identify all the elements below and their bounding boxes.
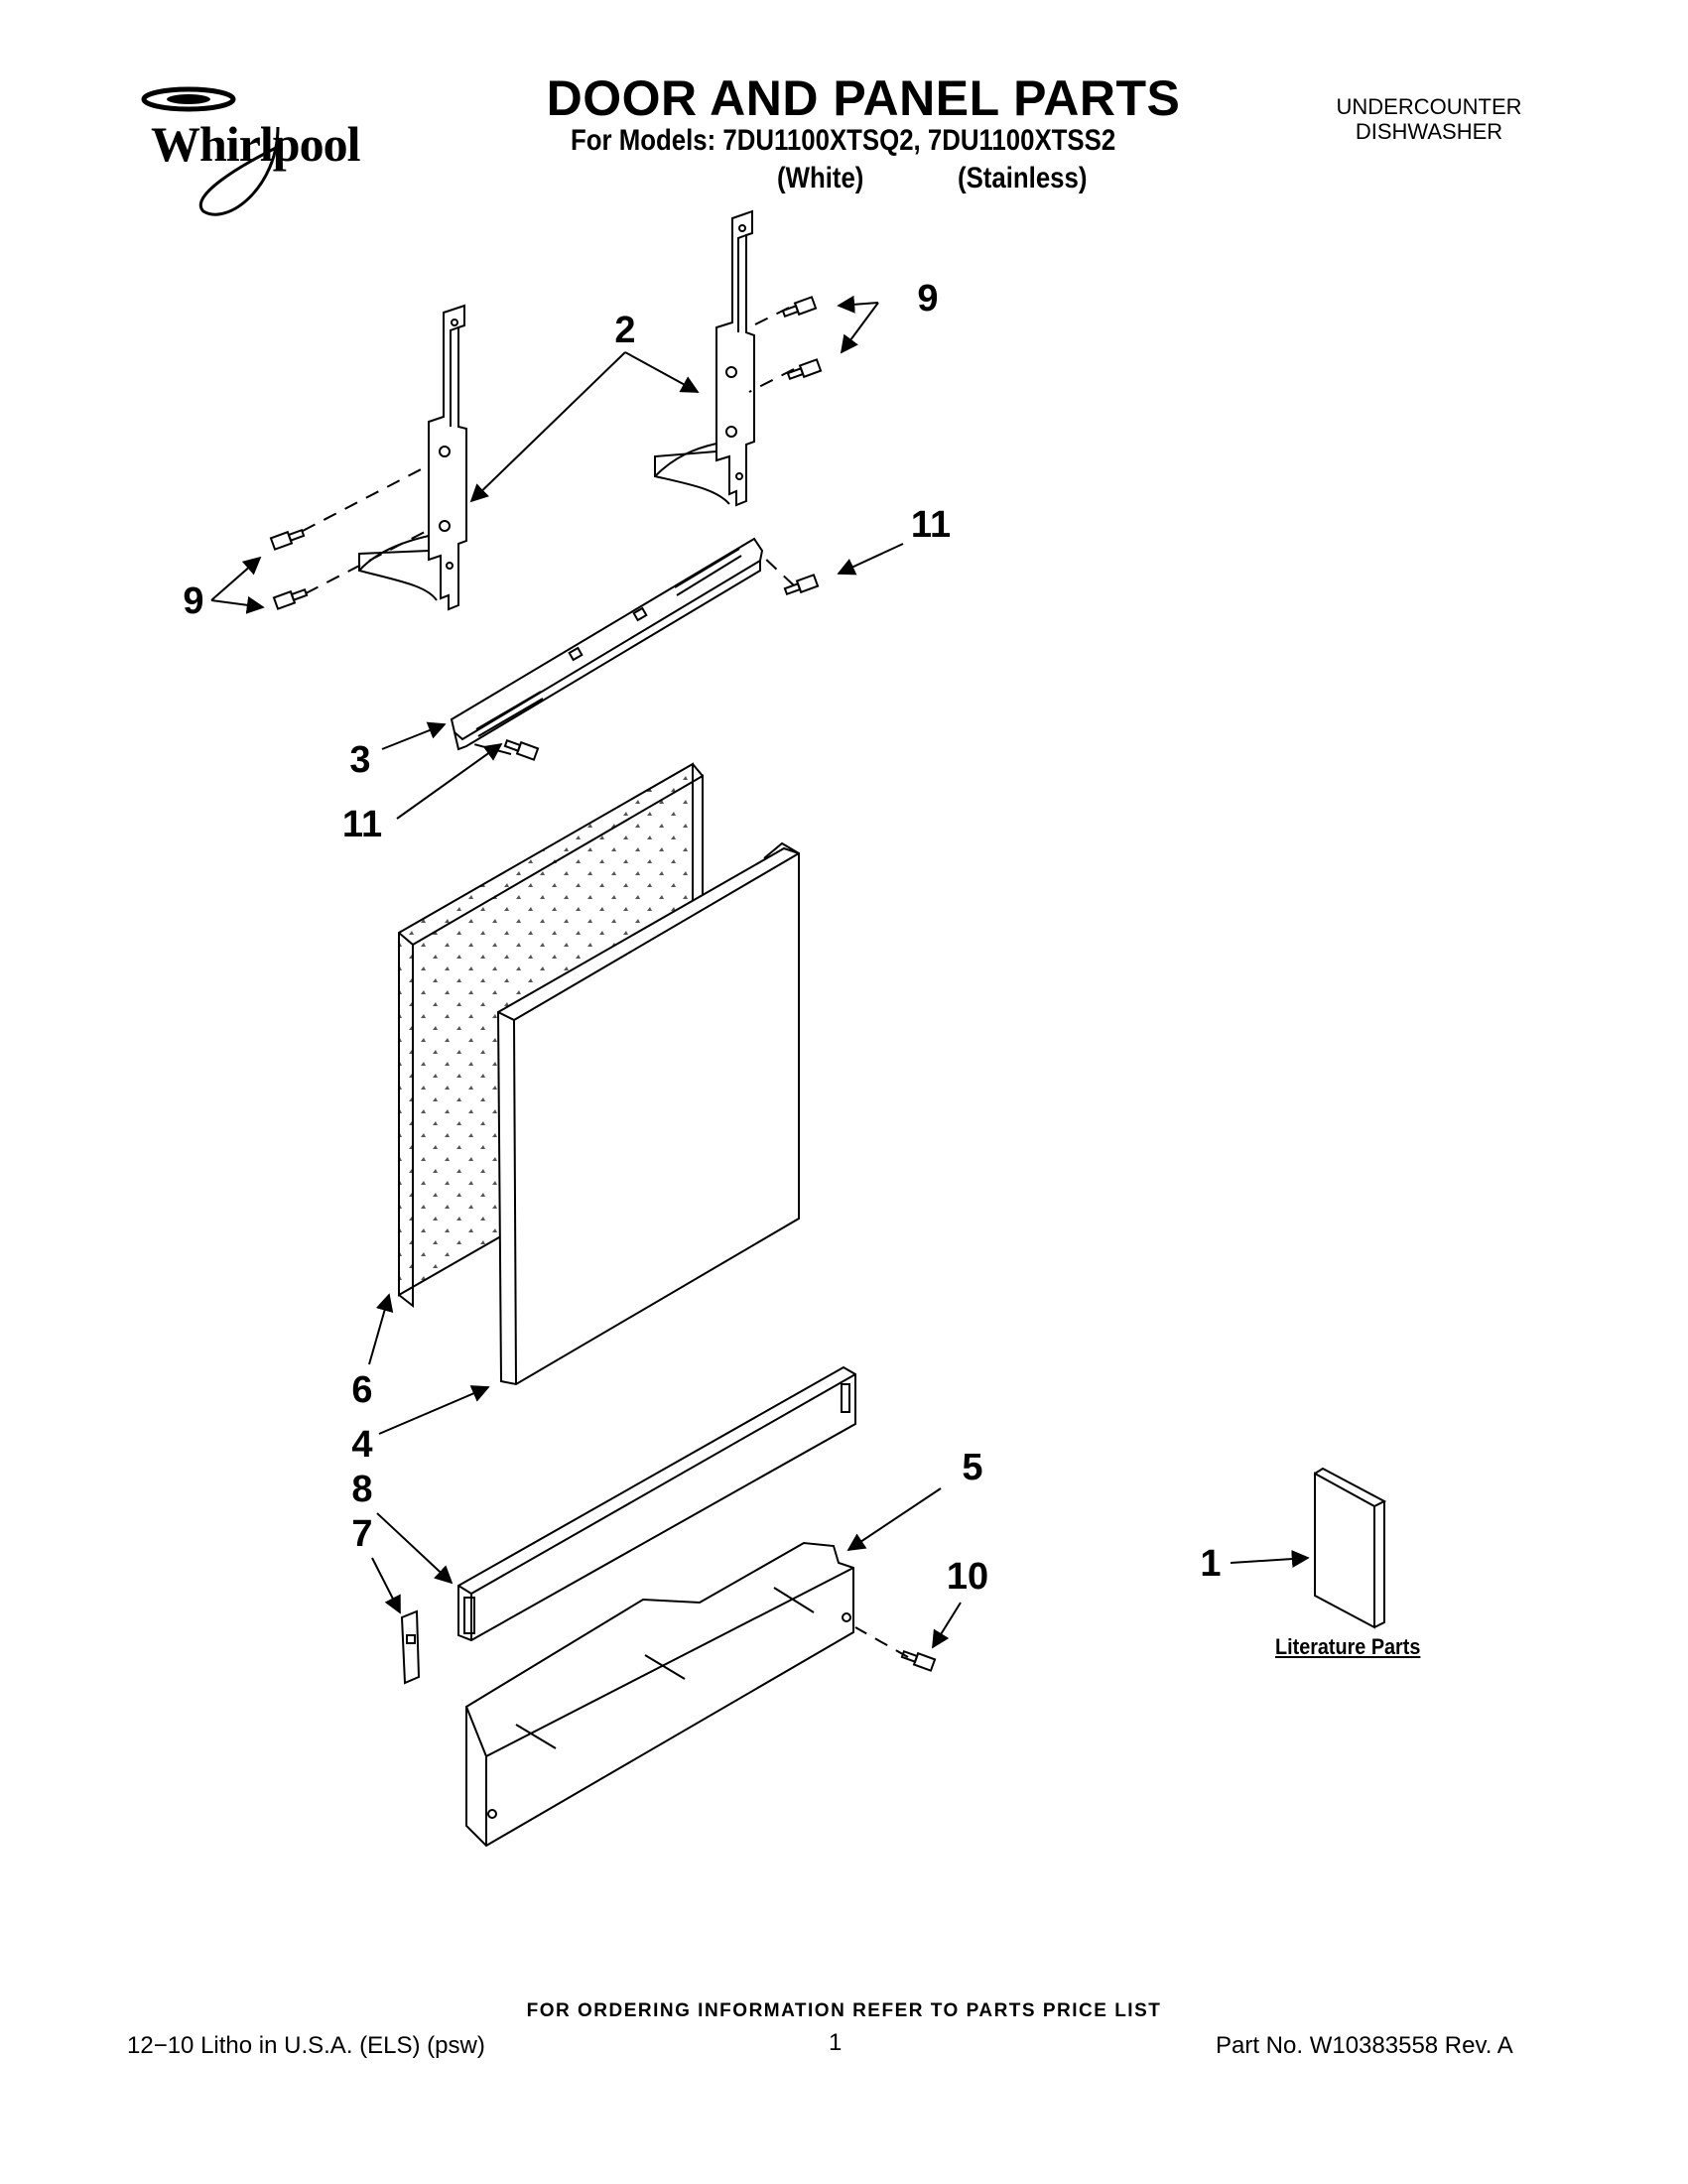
literature-parts-label: Literature Parts: [1275, 1634, 1421, 1659]
callout-1: 1: [1200, 1543, 1222, 1585]
part-number: Part No. W10383558 Rev. A: [1216, 2032, 1513, 2059]
variant-white: (White): [777, 162, 864, 194]
toe-panel-bracket: [465, 1541, 854, 1848]
brand-name: Whirlpool: [151, 116, 360, 172]
callout-2: 2: [614, 310, 636, 351]
callout-11-left: 11: [341, 804, 383, 845]
callout-6: 6: [351, 1369, 373, 1411]
callout-10: 10: [946, 1556, 989, 1598]
alignment-lines: [302, 307, 909, 1658]
callout-11-right: 11: [910, 504, 952, 546]
door-panel-rail: [450, 537, 764, 751]
outer-door-panel: [496, 841, 800, 1386]
product-type: UNDERCOUNTER DISHWASHER: [1300, 94, 1558, 144]
callout-9-left: 9: [183, 580, 204, 622]
callout-7: 7: [351, 1513, 373, 1555]
callout-5: 5: [962, 1447, 983, 1488]
litho-info: 12−10 Litho in U.S.A. (ELS) (psw): [127, 2032, 485, 2059]
page-title: DOOR AND PANEL PARTS: [546, 70, 1181, 126]
whirlpool-logo: Whirlpool: [129, 77, 397, 226]
variant-stainless: (Stainless): [958, 162, 1088, 194]
leader-arrows: [210, 295, 1310, 1649]
screws: [269, 296, 937, 1672]
page-number: 1: [829, 2029, 843, 2056]
left-hinge-bracket: [358, 304, 467, 611]
logo-swirl-icon: [141, 86, 280, 216]
callout-4: 4: [351, 1424, 373, 1466]
model-numbers: For Models: 7DU1100XTSQ2, 7DU1100XTSS2: [571, 124, 1116, 157]
literature-parts-book: [1314, 1467, 1387, 1629]
toe-panel: [457, 1365, 856, 1642]
callout-9-right: 9: [917, 278, 939, 320]
right-hinge-bracket: [654, 209, 755, 507]
product-type-line1: UNDERCOUNTER: [1336, 94, 1522, 119]
ordering-notice: FOR ORDERING INFORMATION REFER TO PARTS …: [526, 2000, 1162, 2021]
product-type-line2: DISHWASHER: [1355, 119, 1503, 144]
callout-8: 8: [351, 1469, 373, 1510]
callout-3: 3: [349, 739, 371, 781]
toe-panel-clip: [400, 1609, 421, 1685]
